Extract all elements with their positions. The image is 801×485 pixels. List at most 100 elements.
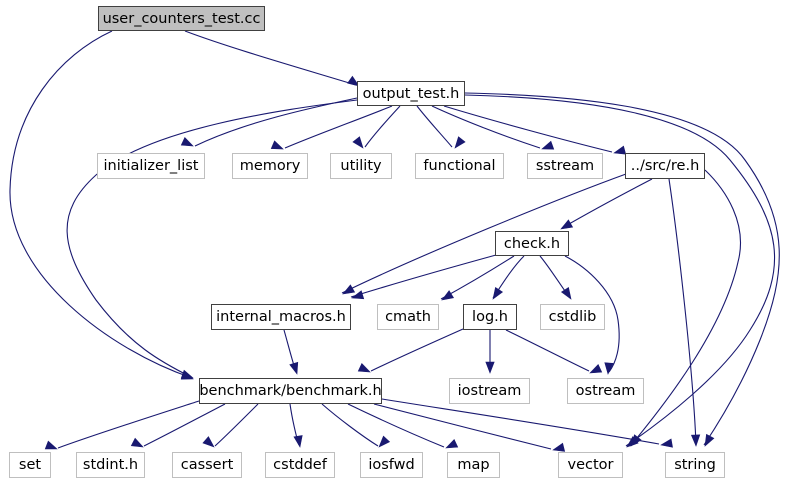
graph-node-reh[interactable]: ../src/re.h <box>625 153 705 179</box>
arrowhead <box>180 137 194 147</box>
edge-reh-to-checkh <box>561 178 653 229</box>
edge-output-to-memory <box>284 105 393 149</box>
graph-node-bench[interactable]: benchmark/benchmark.h <box>199 378 382 404</box>
graph-node-checkh[interactable]: check.h <box>495 231 569 256</box>
arrowhead <box>445 439 459 449</box>
graph-node-set[interactable]: set <box>9 452 51 478</box>
arrowhead <box>690 434 701 447</box>
arrowhead <box>560 287 572 300</box>
graph-node-label: stdint.h <box>82 457 139 473</box>
arrowhead <box>347 75 360 87</box>
graph-node-label: map <box>457 457 490 473</box>
arrowhead <box>293 435 303 448</box>
graph-node-label: user_counters_test.cc <box>102 10 261 27</box>
arrowhead <box>589 364 603 374</box>
graph-node-stdint[interactable]: stdint.h <box>76 452 145 478</box>
graph-node-ostream[interactable]: ostream <box>567 378 644 404</box>
arrowhead <box>704 433 715 447</box>
edge-checkh-to-intmacros <box>350 254 497 298</box>
edge-bench-to-stdint <box>143 403 226 447</box>
graph-node-label: cstdlib <box>548 309 597 325</box>
arrowhead <box>202 436 215 448</box>
graph-node-root[interactable]: user_counters_test.cc <box>98 6 265 31</box>
graph-node-label: internal_macros.h <box>216 309 346 325</box>
graph-node-label: ../src/re.h <box>630 158 700 174</box>
graph-node-cmath[interactable]: cmath <box>377 304 439 330</box>
graph-node-cstdlib[interactable]: cstdlib <box>540 304 605 330</box>
arrowhead <box>660 438 673 448</box>
graph-node-label: initializer_list <box>103 158 199 174</box>
graph-node-output[interactable]: output_test.h <box>357 81 465 106</box>
graph-node-label: ostream <box>575 383 636 399</box>
arrowhead <box>352 136 364 149</box>
graph-node-cassert[interactable]: cassert <box>172 452 242 478</box>
graph-node-label: check.h <box>503 235 561 252</box>
graph-node-utility[interactable]: utility <box>330 153 392 179</box>
arrowhead <box>44 440 58 450</box>
arrowhead <box>630 434 642 447</box>
graph-node-label: iostream <box>457 383 522 399</box>
edge-output-to-functional <box>416 105 453 148</box>
graph-node-label: functional <box>423 158 496 174</box>
arrowhead <box>613 145 627 155</box>
graph-node-vector[interactable]: vector <box>558 452 623 478</box>
arrowhead <box>604 362 614 375</box>
edge-root-to-bench <box>9 30 193 379</box>
edge-bench-to-map <box>347 403 445 448</box>
graph-node-cstddef[interactable]: cstddef <box>265 452 335 478</box>
arrowhead <box>342 284 356 295</box>
graph-node-label: vector <box>567 457 614 473</box>
graph-node-map[interactable]: map <box>447 452 500 478</box>
arrowhead <box>130 437 144 448</box>
edge-output-to-bench <box>66 99 358 378</box>
edge-output-to-string <box>464 92 780 446</box>
arrowhead <box>552 442 566 452</box>
graph-node-initlist[interactable]: initializer_list <box>97 153 205 179</box>
arrowhead <box>485 361 495 374</box>
graph-node-label: cmath <box>385 309 431 325</box>
graph-node-functional[interactable]: functional <box>415 153 504 179</box>
arrowhead <box>357 363 371 373</box>
graph-node-label: cstddef <box>273 457 327 473</box>
arrowhead <box>289 361 299 375</box>
edge-bench-to-iosfwd <box>321 403 379 447</box>
graph-node-label: iosfwd <box>368 457 415 473</box>
arrowhead <box>560 219 574 230</box>
edge-bench-to-string <box>381 398 660 445</box>
graph-node-memory[interactable]: memory <box>232 153 308 179</box>
edge-checkh-to-cmath <box>440 255 515 300</box>
graph-node-string[interactable]: string <box>665 452 725 478</box>
graph-node-label: sstream <box>535 158 595 174</box>
arrowhead <box>351 290 365 300</box>
graph-node-intmacros[interactable]: internal_macros.h <box>211 304 351 330</box>
edge-checkh-to-ostream <box>564 255 620 373</box>
graph-node-iosfwd[interactable]: iosfwd <box>360 452 423 478</box>
edge-output-to-utility <box>364 105 401 148</box>
graph-node-iostream[interactable]: iostream <box>449 378 530 404</box>
edge-logh-to-bench <box>370 328 464 372</box>
graph-node-label: output_test.h <box>362 85 460 102</box>
arrowhead <box>454 136 466 149</box>
edge-output-to-vector <box>464 94 776 447</box>
arrowhead <box>270 140 284 150</box>
graph-node-label: utility <box>340 158 382 174</box>
arrowhead <box>492 287 504 300</box>
edge-bench-to-vector <box>373 403 552 450</box>
graph-node-logh[interactable]: log.h <box>463 304 517 330</box>
graph-node-label: string <box>674 457 716 473</box>
edge-reh-to-intmacros <box>341 173 627 294</box>
edge-logh-to-ostream <box>505 329 590 372</box>
graph-node-label: cassert <box>180 457 234 473</box>
arrowhead <box>378 435 391 448</box>
arrowhead <box>180 370 194 380</box>
arrowhead <box>541 140 555 150</box>
edge-root-to-output <box>184 30 357 86</box>
graph-node-label: benchmark/benchmark.h <box>199 383 382 399</box>
graph-node-sstream[interactable]: sstream <box>527 153 603 179</box>
edge-output-to-reh <box>443 105 613 153</box>
graph-node-label: log.h <box>472 309 508 325</box>
arrowhead <box>441 290 455 301</box>
edge-reh-to-vector <box>631 169 742 445</box>
edge-bench-to-set <box>57 400 200 449</box>
